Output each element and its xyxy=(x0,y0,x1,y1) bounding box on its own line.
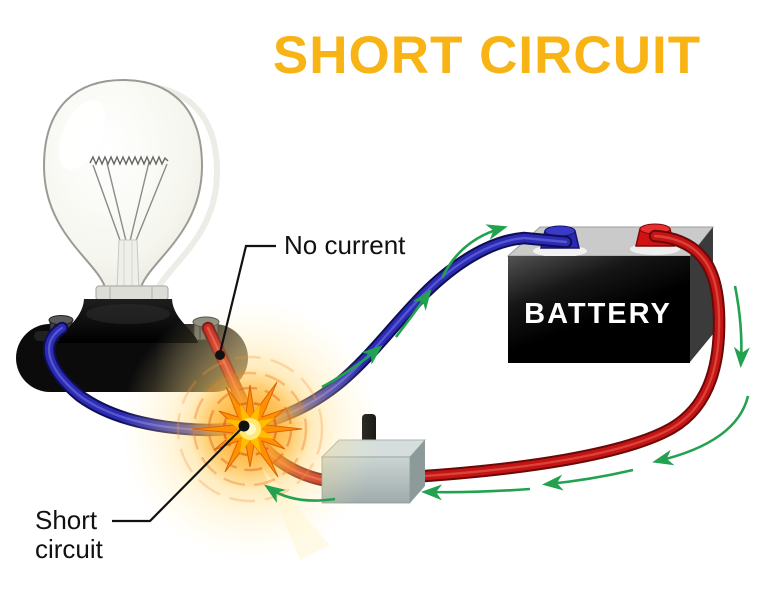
short-circuit-label-line1: Short xyxy=(35,505,98,535)
filament xyxy=(89,155,169,166)
current-arrow-blue-3 xyxy=(440,224,508,279)
short-circuit-annotation: Short circuit xyxy=(35,420,250,564)
light-bulb xyxy=(42,78,221,301)
no-current-pointer-line xyxy=(218,244,276,354)
current-arrow-blue-1 xyxy=(321,345,383,389)
battery-front-face xyxy=(508,256,690,363)
short-circuit-label-line2: circuit xyxy=(35,534,104,564)
bulb-stem xyxy=(116,239,140,292)
filament-support xyxy=(129,161,150,242)
short-circuit-spark xyxy=(120,299,380,560)
current-arrow-battery-down xyxy=(733,285,750,368)
short-circuit-pointer-line xyxy=(112,426,244,523)
battery-label: BATTERY xyxy=(524,298,672,330)
filament-support xyxy=(134,163,168,244)
short-circuit-pointer-dot xyxy=(238,420,250,432)
bulb-glass-highlight xyxy=(59,100,105,170)
filament-support xyxy=(92,164,122,244)
spark-ring xyxy=(176,355,324,503)
current-arrow-red-mid xyxy=(542,468,634,491)
current-arrow-blue-2 xyxy=(394,289,432,338)
no-current-annotation: No current xyxy=(215,230,406,360)
current-arrow-to-spark xyxy=(264,484,336,504)
current-arrow-under-switch xyxy=(421,484,531,501)
current-arrow-red-curve xyxy=(652,395,750,466)
bulb-collar xyxy=(95,285,169,301)
no-current-label: No current xyxy=(284,230,406,260)
current-direction-arrows xyxy=(264,224,750,504)
filament-support xyxy=(106,162,127,242)
no-current-pointer-dot xyxy=(215,350,225,360)
socket-cup-highlight xyxy=(86,304,170,324)
page-title: SHORT CIRCUIT xyxy=(273,26,701,85)
